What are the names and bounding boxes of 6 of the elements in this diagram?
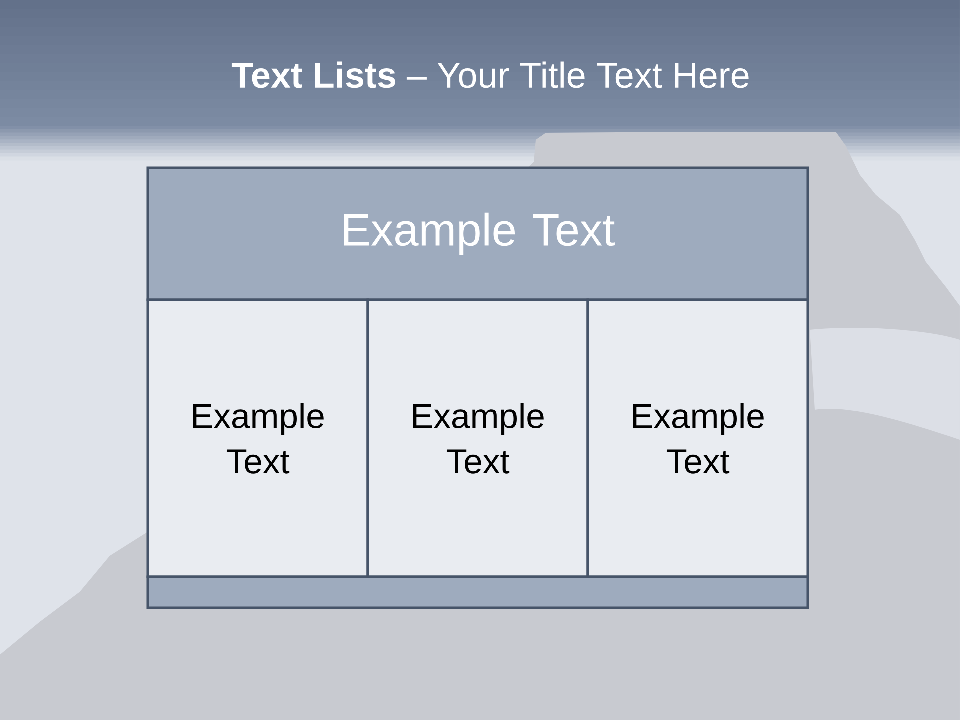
text-box: Example Text — [586, 298, 810, 578]
header-band: Example Text — [146, 166, 810, 302]
slide-title: Text Lists – Your Title Text Here — [232, 62, 749, 88]
footer-bar — [146, 576, 810, 610]
text-box: Example Text — [366, 298, 590, 578]
text-box: Example Text — [146, 298, 370, 578]
